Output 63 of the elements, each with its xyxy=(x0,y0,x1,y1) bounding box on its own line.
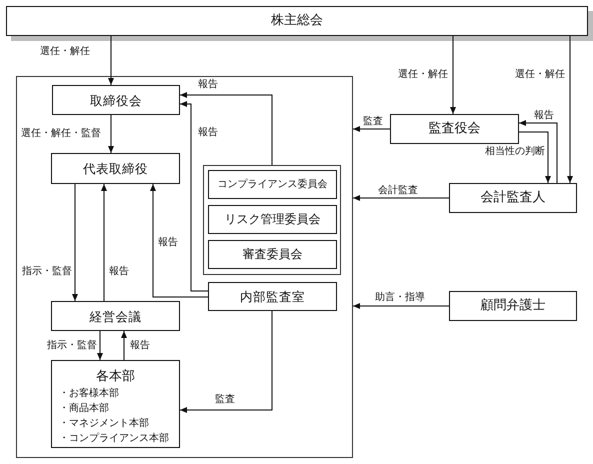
arrow xyxy=(108,114,114,154)
list-item: ・お客様本部 xyxy=(59,386,119,401)
arrow xyxy=(180,92,272,166)
arrow xyxy=(180,310,272,413)
org-box xyxy=(208,282,337,311)
arrow xyxy=(352,126,390,132)
edge-label: 選任・解任 xyxy=(514,69,566,81)
org-box xyxy=(449,183,577,213)
list-item: ・商品本部 xyxy=(59,402,109,416)
committee-box xyxy=(208,205,337,234)
box-label: 株主総会 xyxy=(271,13,323,29)
edge-label: 報告 xyxy=(157,237,179,249)
edge-label: 報告 xyxy=(533,110,555,122)
committee-box xyxy=(208,240,337,269)
edge-label: 助言・指導 xyxy=(374,292,426,304)
edge-label: 指示・監督 xyxy=(46,340,98,352)
edge-label: 選任・解任・監督 xyxy=(20,128,102,140)
edge-label: 監査 xyxy=(214,394,236,406)
arrow xyxy=(72,184,78,302)
edge-label: 指示・監督 xyxy=(21,266,73,278)
arrow xyxy=(121,330,127,360)
edge-label: 監査 xyxy=(362,116,384,128)
edge-label: 相当性の判断 xyxy=(484,146,546,158)
list-item: ・マネジメント本部 xyxy=(59,416,149,431)
arrow xyxy=(352,303,450,309)
company-frame xyxy=(16,76,353,458)
edge-label: 報告 xyxy=(197,127,219,139)
arrow xyxy=(518,132,551,184)
org-box xyxy=(51,360,180,448)
box-label: 顧問弁護士 xyxy=(480,298,546,314)
box-label: 代表取締役 xyxy=(83,161,148,176)
box-label: 取締役会 xyxy=(90,92,142,108)
arrow xyxy=(180,101,208,292)
edge-label: 報告 xyxy=(197,79,219,91)
box-title: 各本部 xyxy=(96,368,135,385)
org-box xyxy=(51,301,180,331)
box-label: リスク管理委員会 xyxy=(224,212,320,227)
arrow xyxy=(150,184,208,298)
box-label: コンプライアンス委員会 xyxy=(218,178,328,190)
arrow xyxy=(101,184,107,302)
org-box xyxy=(52,85,180,115)
box-label: 経営会議 xyxy=(90,308,142,324)
org-box xyxy=(390,114,519,144)
org-box xyxy=(51,153,180,184)
list-item: ・コンプライアンス本部 xyxy=(59,432,169,446)
arrow xyxy=(108,36,114,86)
edge-label: 報告 xyxy=(108,266,130,278)
arrow xyxy=(450,36,456,114)
box-label: 会計監査人 xyxy=(480,190,546,206)
committee-box xyxy=(208,170,337,199)
arrow xyxy=(97,330,103,360)
edge-label: 選任・解任 xyxy=(397,69,449,81)
edge-label: 選任・解任 xyxy=(39,46,91,58)
box-label: 監査役会 xyxy=(428,121,480,137)
arrow xyxy=(518,120,558,184)
org-box xyxy=(449,291,577,321)
edge-label: 会計監査 xyxy=(377,185,419,197)
arrow xyxy=(567,36,573,184)
edge-label: 報告 xyxy=(129,340,151,352)
box-label: 審査委員会 xyxy=(242,247,302,262)
box-label: 内部監査室 xyxy=(240,289,305,304)
arrow xyxy=(352,195,450,201)
committee-group-frame xyxy=(203,165,341,275)
